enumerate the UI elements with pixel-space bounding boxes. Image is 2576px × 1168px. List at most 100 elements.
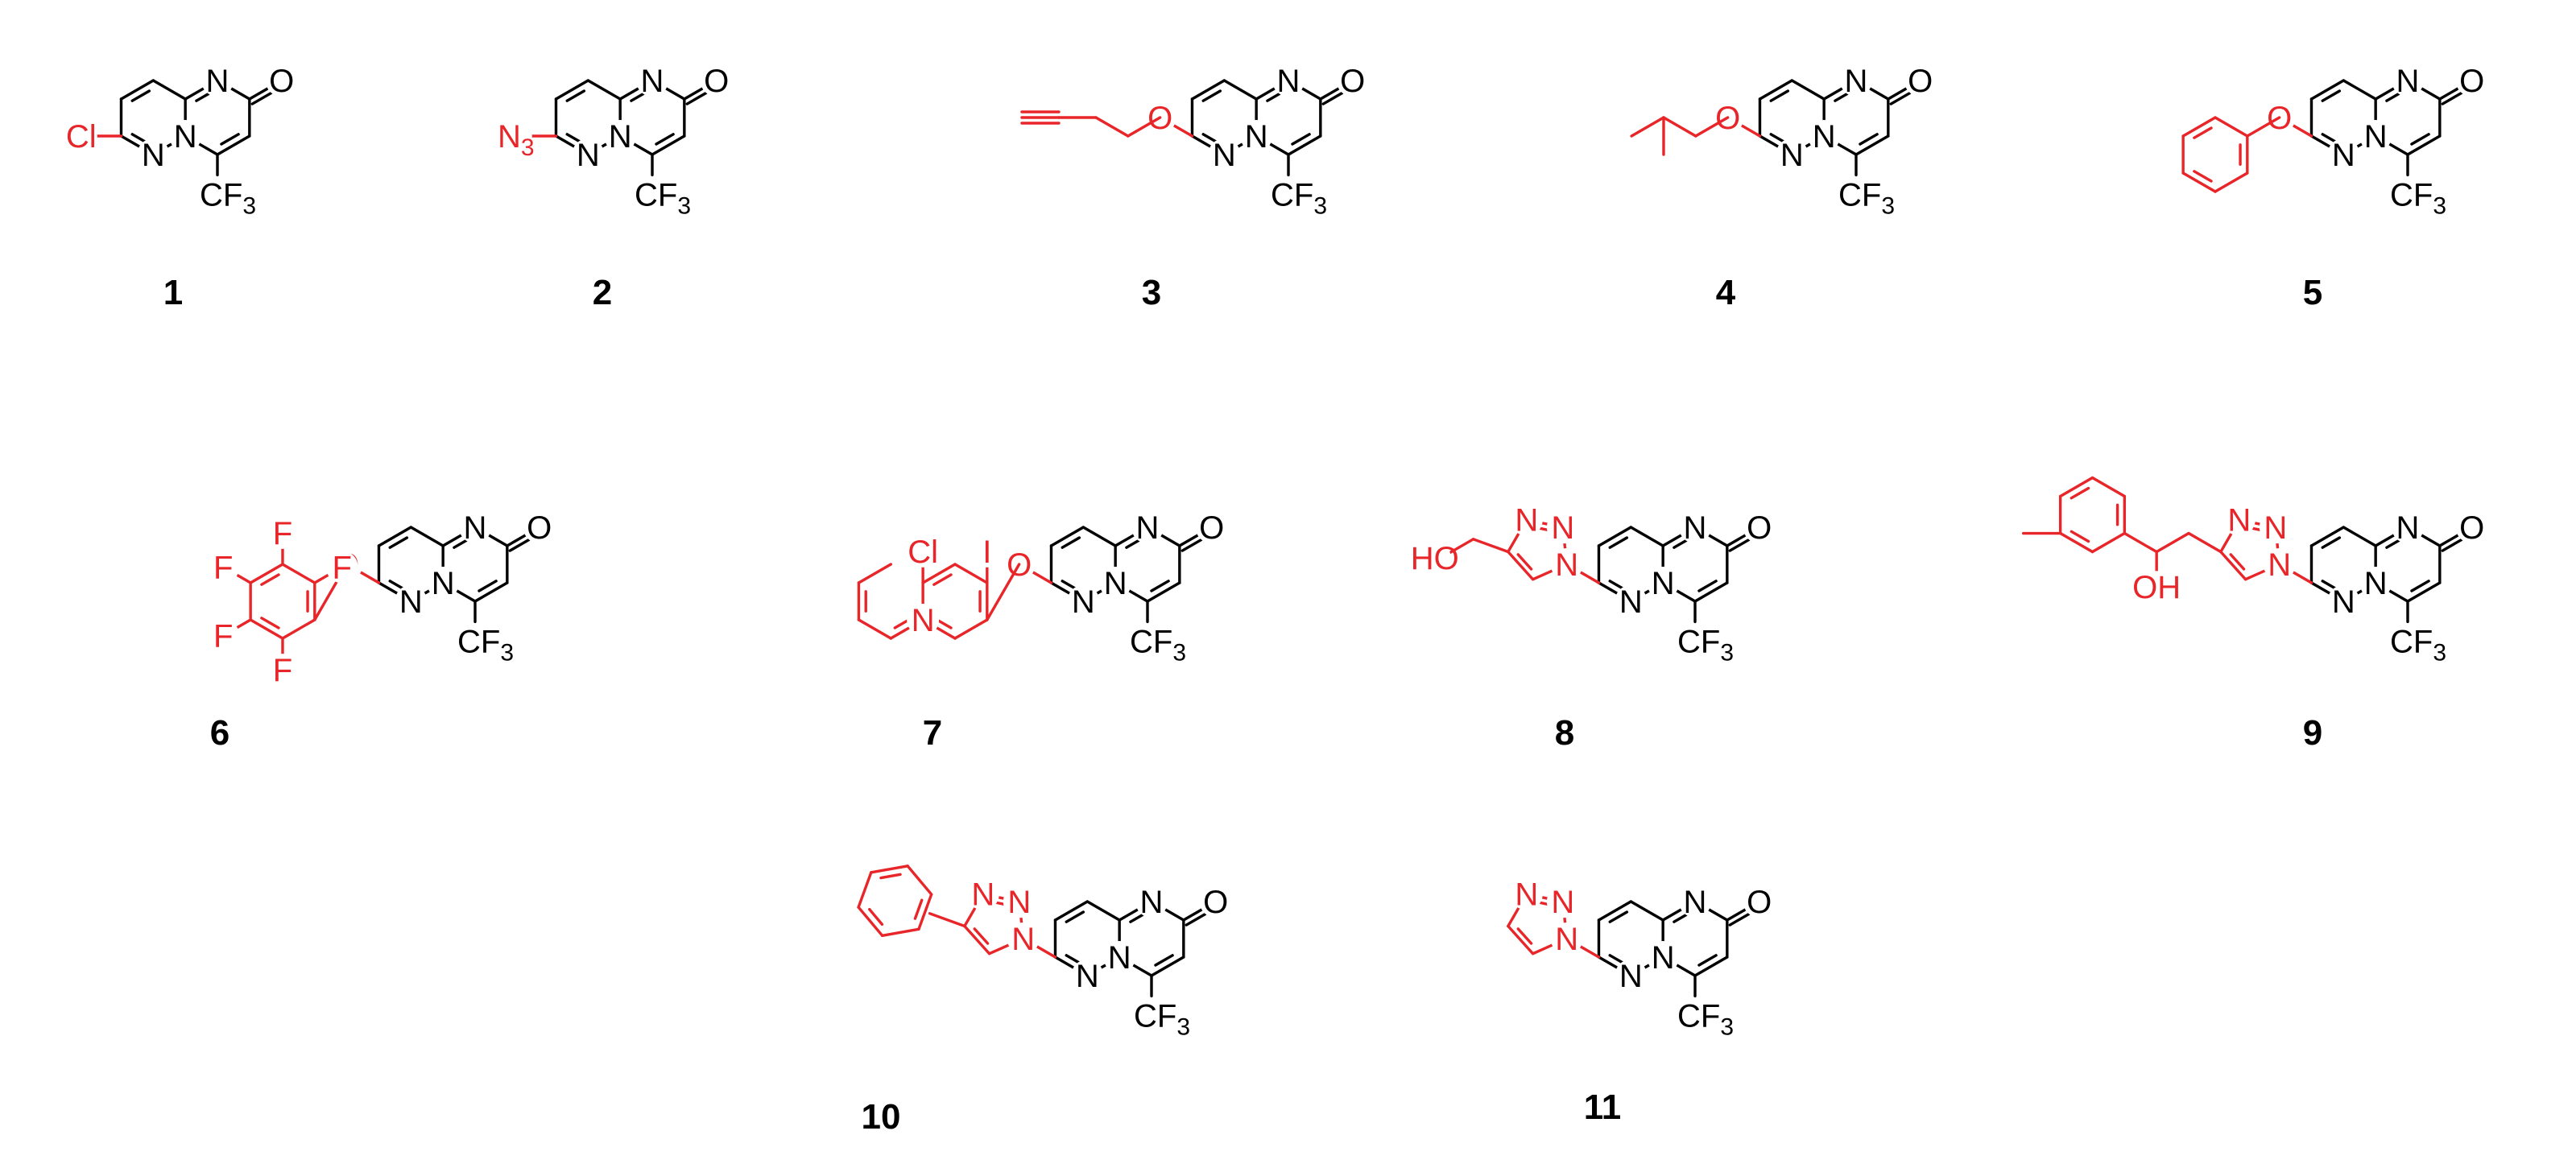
atom-mask bbox=[1546, 885, 1579, 918]
double-bond-line bbox=[1769, 89, 1790, 102]
atom-mask bbox=[266, 654, 299, 687]
ring-bond bbox=[1854, 134, 1890, 156]
triazole-nitrogen: N bbox=[1515, 503, 1538, 539]
compound-number: 10 bbox=[862, 1097, 901, 1137]
ring-bond bbox=[2058, 531, 2094, 554]
double-bond-line bbox=[655, 133, 675, 146]
double-bond-line bbox=[1516, 927, 1533, 945]
atom-mask bbox=[2222, 503, 2256, 536]
ring-bond bbox=[249, 563, 284, 584]
triazole-nitrogen: N bbox=[971, 877, 994, 913]
carbonyl-oxygen: O bbox=[1199, 510, 1224, 546]
ring-nitrogen: N bbox=[1780, 138, 1804, 173]
atom-mask bbox=[2359, 567, 2392, 599]
atom-mask bbox=[1546, 511, 1579, 544]
atom-mask bbox=[636, 64, 668, 97]
ring-bond bbox=[2342, 526, 2377, 547]
atom-mask bbox=[1550, 922, 1583, 955]
compound-number: 6 bbox=[210, 713, 229, 753]
ring-nitrogen: N bbox=[2332, 138, 2355, 173]
double-bond-line bbox=[1065, 910, 1085, 923]
alkyl-bond bbox=[1630, 116, 1665, 138]
ring-bond bbox=[1597, 526, 1633, 547]
compound-number: 9 bbox=[2303, 713, 2322, 753]
triazole-nitrogen: N bbox=[1007, 885, 1031, 920]
double-bond-line bbox=[220, 133, 240, 146]
ring-bond bbox=[586, 79, 622, 101]
triazole-nitrogen: N bbox=[1011, 922, 1035, 957]
quinoline-nitrogen: N bbox=[912, 603, 935, 638]
ring-bond bbox=[119, 79, 155, 101]
double-bond-line bbox=[973, 927, 990, 945]
ring-bond bbox=[2214, 116, 2249, 138]
ring-nitrogen: N bbox=[464, 510, 487, 546]
cf3-label: CF3 bbox=[635, 177, 691, 219]
cf3-label: CF3 bbox=[2390, 624, 2446, 666]
atom-mask bbox=[604, 120, 637, 152]
ring-bond bbox=[870, 865, 909, 874]
atom-mask bbox=[266, 516, 299, 549]
ring-bond bbox=[2090, 476, 2127, 498]
carbonyl-oxygen: O bbox=[527, 510, 552, 546]
triazole-bond bbox=[2219, 550, 2247, 581]
ring-nitrogen: N bbox=[1619, 584, 1643, 620]
atom-mask bbox=[1510, 877, 1543, 910]
atom-mask bbox=[1679, 511, 1711, 543]
ring-bond bbox=[2214, 171, 2249, 193]
atom-mask bbox=[1071, 960, 1104, 992]
ring-bond bbox=[2406, 134, 2442, 156]
fluorine-atom: F bbox=[273, 516, 292, 551]
double-bond-line bbox=[1697, 954, 1718, 967]
atom-mask bbox=[2392, 64, 2424, 97]
ring-bond bbox=[2309, 526, 2346, 547]
atom-mask bbox=[1103, 941, 1136, 973]
fluorine-atom: F bbox=[213, 550, 233, 585]
atom-mask bbox=[1007, 922, 1040, 955]
atom-mask bbox=[970, 534, 1003, 567]
double-bond-line bbox=[1516, 553, 1533, 571]
ring-nitrogen: N bbox=[1136, 510, 1160, 546]
ring-bond bbox=[2406, 581, 2442, 603]
bridgehead-nitrogen: N bbox=[1108, 940, 1131, 976]
ring-bond bbox=[281, 618, 316, 640]
alkyl-bond bbox=[1694, 116, 1730, 138]
ring-bond bbox=[651, 134, 686, 156]
ring-nitrogen: N bbox=[641, 64, 664, 99]
bridgehead-nitrogen: N bbox=[1104, 566, 1127, 601]
bridgehead-nitrogen: N bbox=[432, 566, 455, 601]
ring-bond bbox=[857, 563, 893, 584]
double-bond-line bbox=[868, 907, 884, 927]
double-bond-line bbox=[1061, 536, 1081, 549]
ring-nitrogen: N bbox=[1684, 510, 1707, 546]
cf3-label: CF3 bbox=[457, 624, 514, 666]
atom-mask bbox=[1131, 511, 1164, 543]
atom-mask bbox=[907, 604, 940, 636]
atom-mask bbox=[1904, 64, 1937, 97]
bridgehead-nitrogen: N bbox=[1813, 119, 1836, 155]
compound-number: 1 bbox=[163, 273, 183, 312]
ring-bond bbox=[953, 563, 989, 584]
ring-bond bbox=[151, 79, 187, 101]
atom-mask bbox=[1647, 567, 1680, 599]
ring-bond bbox=[1190, 79, 1226, 101]
ring-bond bbox=[1053, 900, 1090, 922]
atom-mask bbox=[1195, 511, 1228, 543]
carbonyl-oxygen: O bbox=[1203, 885, 1228, 920]
compound-number: 8 bbox=[1555, 713, 1574, 753]
cf3-label: CF3 bbox=[1130, 624, 1186, 666]
triazole-nitrogen: N bbox=[2227, 503, 2251, 539]
double-bond-line bbox=[2410, 133, 2430, 146]
double-bond-line bbox=[1697, 580, 1718, 592]
double-bond-line bbox=[565, 89, 586, 102]
bridgehead-nitrogen: N bbox=[609, 119, 632, 155]
ring-bond bbox=[857, 906, 884, 937]
triazole-nitrogen: N bbox=[2268, 547, 2291, 583]
ring-nitrogen: N bbox=[1140, 885, 1164, 920]
atom-mask bbox=[907, 534, 940, 567]
ring-nitrogen: N bbox=[1684, 885, 1707, 920]
atom-mask bbox=[966, 877, 999, 910]
